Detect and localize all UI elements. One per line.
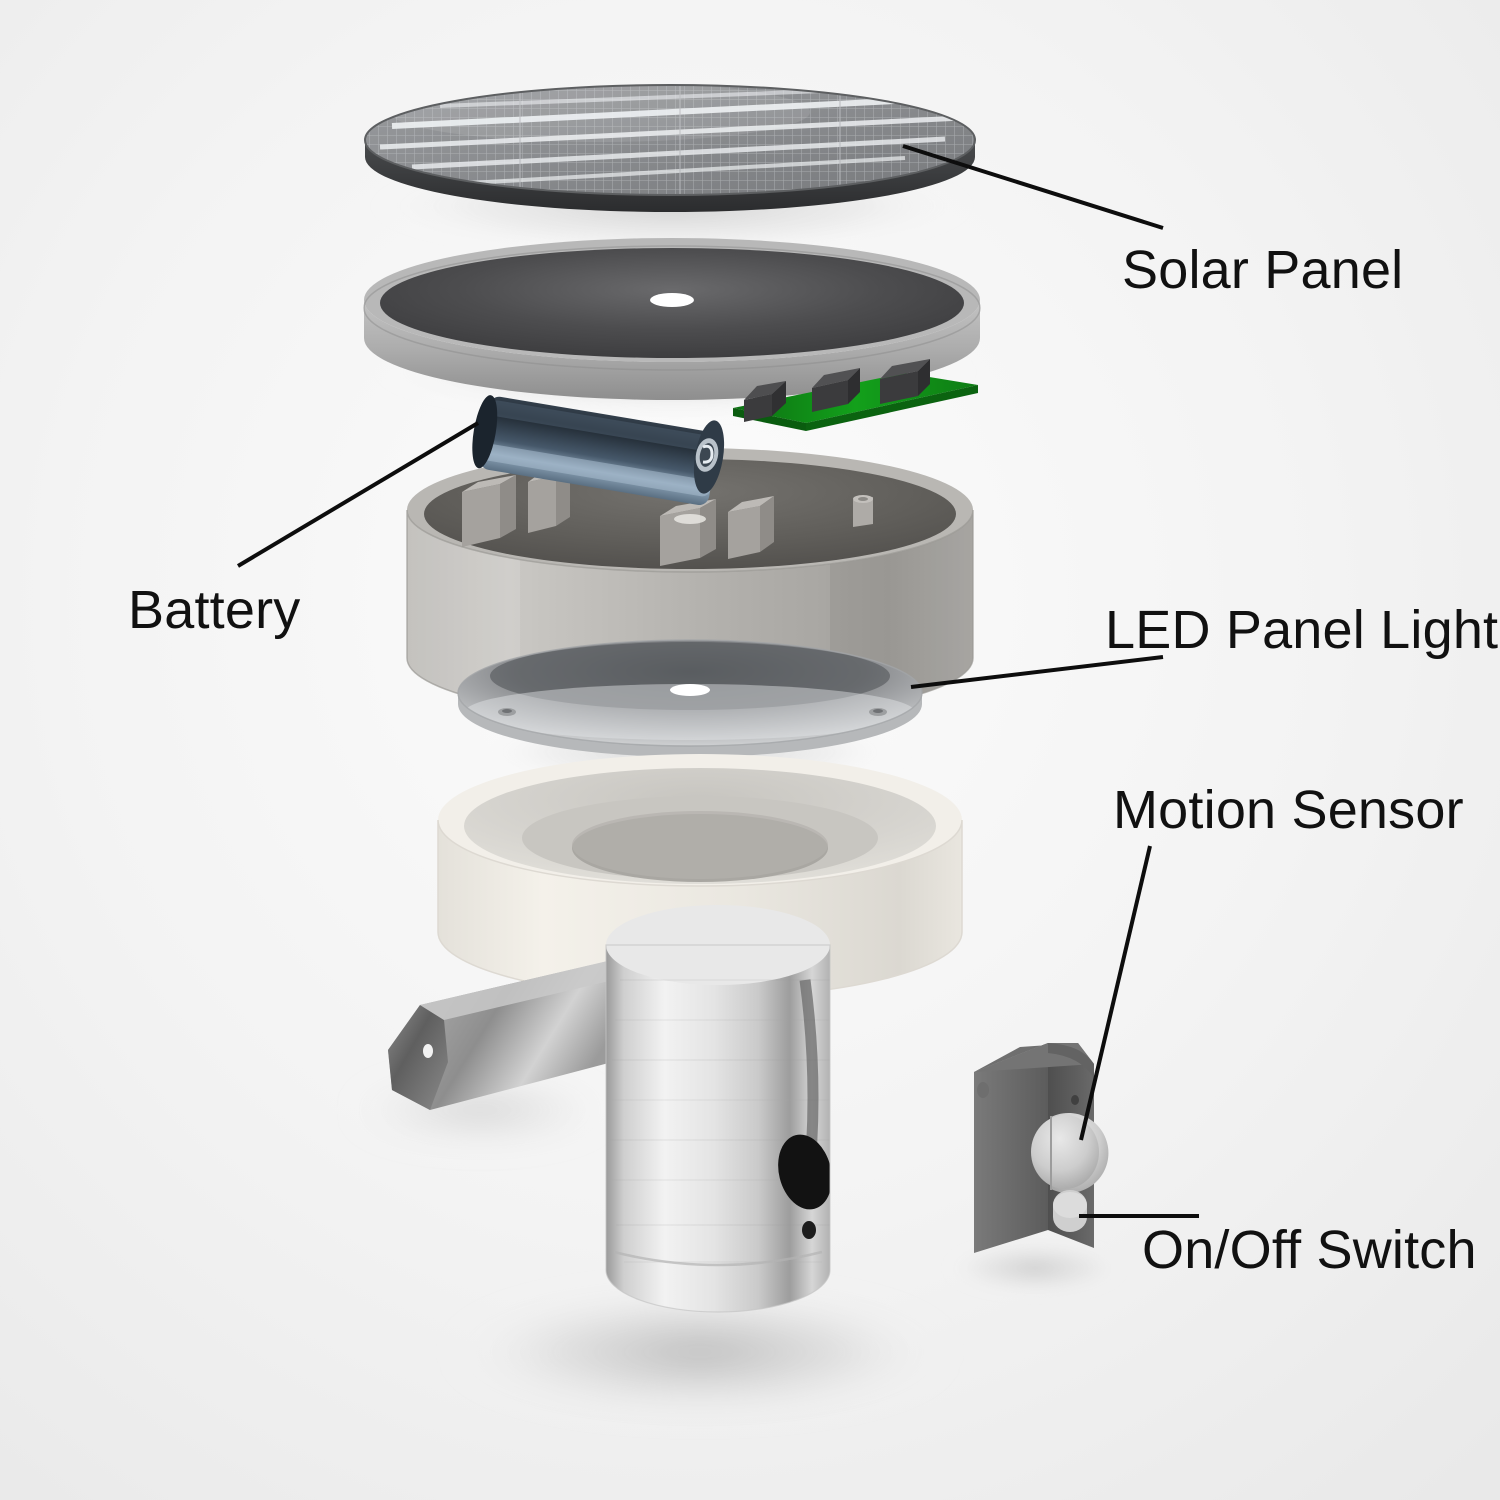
motion-sensor-shoulder bbox=[1048, 1043, 1094, 1078]
battery-highlight bbox=[481, 443, 711, 497]
led-panel-screw-right-inner bbox=[873, 709, 883, 713]
battery-terminal-mark bbox=[702, 444, 714, 464]
callout-label-led-panel-light: LED Panel Light bbox=[1105, 600, 1498, 660]
led-panel-screw-left-inner bbox=[502, 709, 512, 713]
pcb-edge-right bbox=[806, 385, 978, 431]
wall-bracket-screw bbox=[423, 1044, 433, 1058]
on-off-switch-button-top[interactable] bbox=[1053, 1192, 1087, 1218]
led-panel-edge bbox=[458, 693, 922, 757]
mounting-post-outline bbox=[605, 944, 831, 1313]
main-housing-ribs bbox=[462, 467, 873, 566]
led-panel-center-hole bbox=[670, 684, 710, 696]
leader-motion-sensor bbox=[1079, 845, 1152, 1141]
pcb-component-1 bbox=[744, 394, 772, 422]
pcb-component-2-top bbox=[812, 368, 860, 388]
solar-panel-cells bbox=[365, 85, 975, 195]
part-top-cover bbox=[363, 238, 981, 416]
led-panel-outline bbox=[457, 639, 923, 747]
motion-sensor-left-face bbox=[974, 1043, 1048, 1253]
wall-bracket-top-bevel bbox=[420, 960, 622, 1020]
part-circuit-board bbox=[733, 359, 978, 431]
top-cover-outline bbox=[363, 245, 981, 371]
leader-led-panel-light bbox=[910, 655, 1164, 689]
mounting-post-body bbox=[606, 945, 830, 1312]
callout-leader-lines bbox=[236, 144, 1199, 1218]
motion-sensor-screw-top bbox=[1071, 1095, 1079, 1105]
part-motion-sensor-module bbox=[974, 1043, 1109, 1253]
callout-label-motion-sensor: Motion Sensor bbox=[1113, 780, 1464, 840]
ground-shadows bbox=[350, 1076, 1123, 1414]
pcb-component-2 bbox=[812, 380, 848, 412]
callout-label-solar-panel: Solar Panel bbox=[1122, 240, 1403, 300]
motion-sensor-lens-dome-body bbox=[1031, 1115, 1099, 1189]
led-panel-detail bbox=[465, 642, 915, 740]
leader-solar-panel bbox=[902, 144, 1164, 230]
battery-left-end bbox=[472, 395, 498, 469]
part-solar-panel bbox=[364, 84, 976, 254]
top-cover-vent-hole bbox=[650, 293, 694, 307]
callout-label-battery: Battery bbox=[128, 580, 300, 640]
solar-panel-outline bbox=[364, 84, 976, 196]
motion-sensor-side-mark bbox=[977, 1082, 989, 1098]
wall-bracket-face bbox=[388, 1005, 448, 1110]
solar-panel-rim bbox=[365, 140, 975, 212]
pcb-component-3-top bbox=[880, 359, 930, 379]
part-mounting-post bbox=[388, 905, 831, 1313]
pcb-component-3-side bbox=[918, 359, 930, 396]
pcb-component-3 bbox=[880, 371, 918, 404]
mounting-post-detail bbox=[610, 979, 830, 1267]
base-housing-recess-highlight bbox=[572, 811, 828, 879]
callout-label-on-off-switch: On/Off Switch bbox=[1142, 1220, 1477, 1280]
pcb-component-1-side bbox=[772, 381, 786, 416]
battery-top-shade bbox=[488, 400, 718, 453]
pcb-component-1-top bbox=[744, 381, 786, 400]
part-battery bbox=[472, 395, 725, 505]
leader-battery bbox=[236, 421, 480, 568]
wall-bracket-arm bbox=[388, 960, 620, 1110]
callout-labels: Solar Panel Battery LED Panel Light Moti… bbox=[128, 240, 1498, 1280]
pcb-component-2-side bbox=[848, 368, 860, 404]
